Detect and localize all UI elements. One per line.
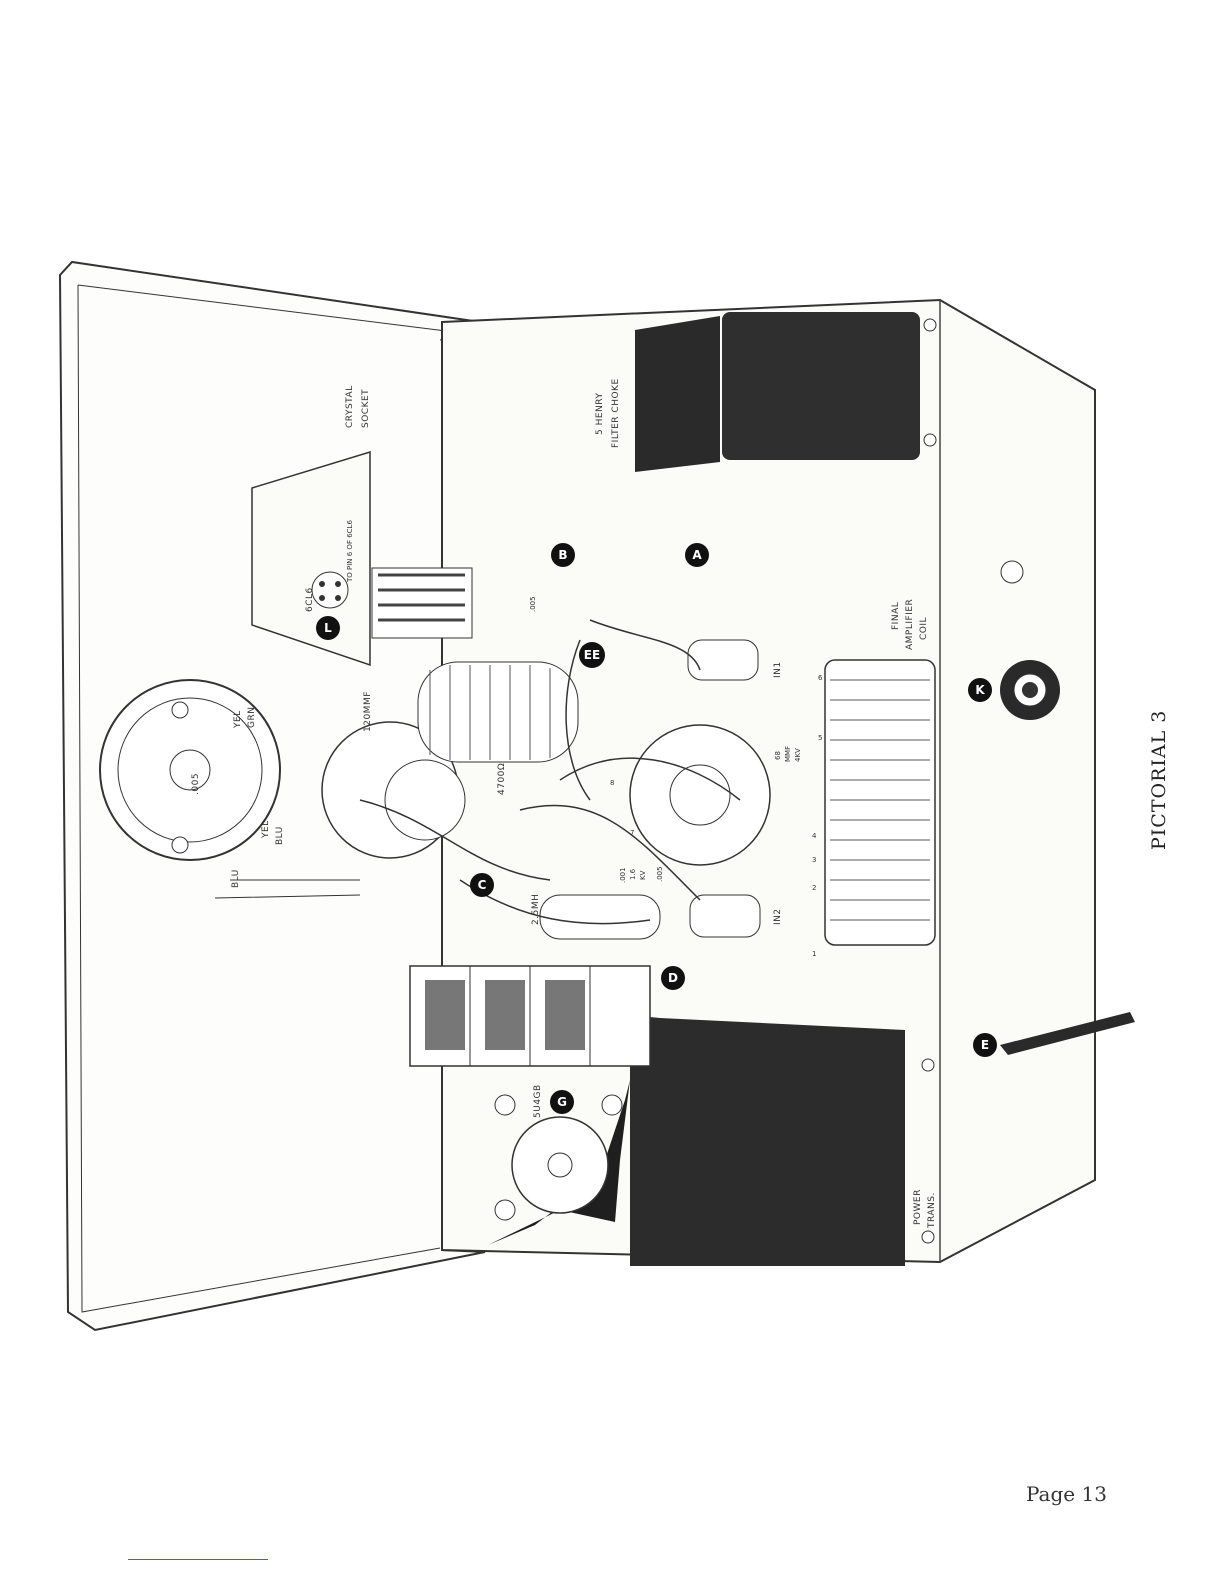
choke-25-label: 2.5MH — [531, 894, 541, 925]
marker-a: A — [685, 543, 709, 567]
svg-text:A: A — [692, 548, 702, 562]
cap-68-label-2: MMF — [784, 746, 792, 762]
cap-005-label: .005 — [529, 596, 537, 612]
key-jack — [1001, 561, 1023, 583]
pin-4: 4 — [812, 832, 817, 840]
marker-l: L — [316, 616, 340, 640]
svg-text:EE: EE — [584, 648, 600, 662]
marker-e: E — [973, 1033, 997, 1057]
svg-text:G: G — [557, 1095, 567, 1109]
wire-blu2-label: BLU — [275, 826, 285, 845]
svg-text:C: C — [478, 878, 487, 892]
marker-g: G — [550, 1090, 574, 1114]
filter-choke-label-2: FILTER CHOKE — [611, 378, 621, 448]
output-connector — [1000, 660, 1060, 720]
footer-rule — [128, 1559, 268, 1560]
tuning-capacitor-gang — [410, 966, 650, 1066]
pin-1: 1 — [812, 950, 816, 958]
final-amp-coil — [825, 660, 935, 945]
band-switch — [630, 725, 770, 865]
cap-001-label-2: 1.6 — [629, 868, 637, 880]
filter-choke-label-1: 5 HENRY — [595, 393, 605, 435]
figure-caption: PICTORIAL 3 — [1148, 710, 1170, 850]
variable-capacitor — [372, 568, 472, 638]
wire-yel-label: YEL — [233, 710, 243, 729]
power-trans-label-2: TRANS. — [927, 1192, 937, 1229]
page-number: Page 13 — [1026, 1482, 1107, 1506]
marker-c: C — [470, 873, 494, 897]
crystal-socket-label-2: SOCKET — [361, 389, 371, 428]
final-amp-label-3: COIL — [919, 617, 929, 640]
marker-k: K — [968, 678, 992, 702]
marker-ee: EE — [579, 642, 605, 668]
res-4700-label: 4700Ω — [497, 763, 507, 795]
pin-3: 3 — [812, 856, 816, 864]
oscillator-coil — [418, 662, 578, 762]
rf-choke — [540, 895, 660, 939]
filter-choke — [635, 312, 936, 472]
cap-001-label-1: .001 — [619, 867, 627, 883]
wire-grn-label: GRN — [247, 707, 257, 728]
cap-005c-label: .005 — [656, 866, 664, 882]
cap-001-label-3: KV — [639, 870, 647, 880]
pin-5: 5 — [818, 734, 822, 742]
final-amp-label-2: AMPLIFIER — [905, 599, 915, 650]
marker-d: D — [661, 966, 685, 990]
svg-text:L: L — [324, 621, 332, 635]
final-amp-label-1: FINAL — [891, 602, 901, 630]
in1-label: IN1 — [773, 661, 783, 678]
cap-68-label-3: 4KV — [794, 748, 802, 762]
svg-text:K: K — [975, 683, 985, 697]
in2-socket — [690, 895, 760, 937]
pin-6: 6 — [818, 674, 823, 682]
svg-text:D: D — [668, 971, 678, 985]
pin-7: 7 — [630, 829, 634, 837]
svg-text:E: E — [981, 1038, 989, 1052]
tube-6cl6-label: 6CL6 — [305, 587, 315, 612]
meter-cap-label: .005 — [191, 773, 201, 795]
crystal-socket-label-1: CRYSTAL — [345, 385, 355, 428]
power-trans-label-1: POWER — [913, 1189, 923, 1225]
marker-b: B — [551, 543, 575, 567]
cap-120-label: 120MMF — [363, 691, 373, 732]
to-pin-label: TO PIN 6 OF 6CL6 — [346, 520, 354, 583]
pin-8: 8 — [610, 779, 614, 787]
in2-label: IN2 — [773, 908, 783, 925]
rectifier-label: 5U4GB — [533, 1084, 543, 1118]
wire-yel2-label: YEL — [261, 820, 271, 839]
svg-text:B: B — [558, 548, 567, 562]
wire-blu-label: BLU — [231, 869, 241, 888]
cap-68-label-1: 68 — [774, 751, 782, 760]
in1-socket — [688, 640, 758, 680]
pin-2: 2 — [812, 884, 816, 892]
